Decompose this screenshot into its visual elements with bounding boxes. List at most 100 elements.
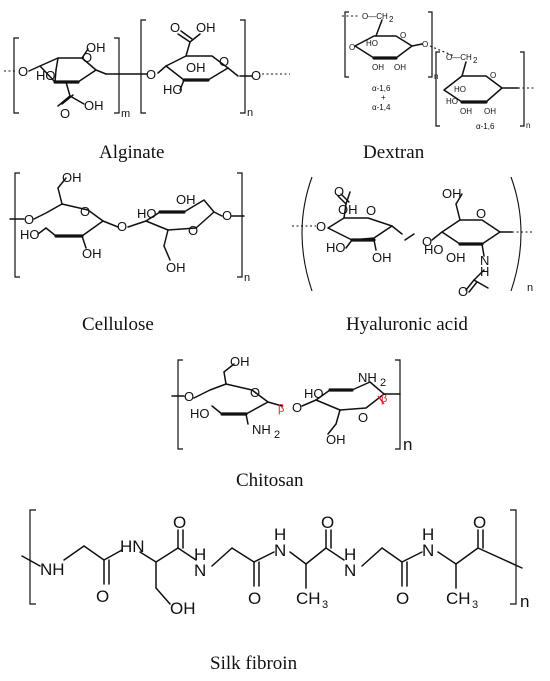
cellulose-glycosidic-o: O [117,219,127,234]
chitosan-oh-ch2-2: OH [326,432,346,447]
hyaluronic-nh-label-h: H [480,264,489,279]
alginate-carboxyl-oh-1: OH [84,98,104,113]
hyaluronic-oh-2: OH [446,250,466,265]
hyaluronic-ho-1: HO [326,240,346,255]
caption-chitosan: Chitosan [236,470,304,491]
dextran-ring2-oxygen: O [490,71,496,80]
silk-carbonyl-o-1: O [96,587,109,606]
silk-nh-2-h: H [194,545,206,564]
alginate-m-subscript: m [121,108,130,120]
chitosan-nh2-2: NH [358,370,377,385]
silk-nh-5-h: H [422,525,434,544]
dextran-ring1-o-left: O [349,43,355,52]
cellulose-oh-2: OH [176,192,196,207]
alginate-oh-1: OH [86,40,106,55]
cellulose-structure: n O O OH HO OH O HO OH O OH O [9,170,250,284]
caption-alginate: Alginate [99,142,164,163]
silk-ch3-1: CH [296,589,321,608]
silk-nh-2-n: N [194,561,206,580]
chitosan-nh2-2-sub: 2 [380,377,386,389]
dextran-alpha-16-a: α-1,6 [372,84,391,93]
hyaluronic-oh-ch2: OH [442,186,462,201]
hyaluronic-o-left: O [316,219,326,234]
hyaluronic-oh-1: OH [372,250,392,265]
silk-n-subscript: n [520,592,529,611]
hyaluronic-carboxyl-oh: OH [338,202,358,217]
alginate-ring2-oxygen: O [219,54,229,69]
cellulose-ring1-oxygen: O [80,204,90,219]
silk-ch3-2: CH [446,589,471,608]
cellulose-n-subscript: n [244,272,250,284]
alginate-carboxyl-oh-2: OH [196,20,216,35]
silk-nh-3-n: N [274,541,286,560]
chitosan-glycosidic-o: O [292,400,302,415]
dextran-och2-1: O—CH [362,12,388,21]
dextran-o-right-1: O [422,40,428,49]
caption-dextran: Dextran [363,142,425,163]
hyaluronic-glycosidic-o: O [422,234,432,249]
silk-ch3-1-sub: 3 [322,599,328,611]
alginate-carboxyl-o-1: O [60,106,70,121]
silk-fibroin-structure: n NH O HN OH O N H O N H CH 3 O [21,509,529,618]
hyaluronic-n-subscript: n [527,282,533,294]
silk-oh: OH [170,599,196,618]
dextran-ring1-oxygen: O [400,31,406,40]
hyaluronic-nh-label-n: N [480,253,489,268]
chitosan-o-left: O [184,389,194,404]
dextran-alpha-14: α-1,4 [372,103,391,112]
dextran-alpha-16-b: α-1,6 [476,122,495,131]
dextran-ho-2: HO [454,85,466,94]
dextran-oh-4: OH [484,107,496,116]
alginate-ho-1: HO [36,68,56,83]
cellulose-ring2-oxygen: O [188,223,198,238]
cellulose-oh-ch2-1: OH [62,170,82,185]
caption-hyaluronic-acid: Hyaluronic acid [346,314,468,335]
alginate-n-subscript: n [247,107,253,119]
chitosan-ho-2: HO [304,386,324,401]
hyaluronic-ring2-oxygen: O [476,206,486,221]
chitosan-beta-1: β [278,403,284,415]
alginate-ho-2: HO [163,82,183,97]
dextran-och2-2: O—CH [446,53,472,62]
dextran-oh-3: OH [460,107,472,116]
silk-nh-5-n: N [422,541,434,560]
dextran-oh-1: OH [372,63,384,72]
alginate-ring1-oxygen: O [82,50,92,65]
silk-nh-4-h: H [344,545,356,564]
chitosan-nh2-1-sub: 2 [274,429,280,441]
silk-nh-3-h: H [274,525,286,544]
cellulose-ho-1: HO [20,227,40,242]
dextran-oh-2: OH [394,63,406,72]
cellulose-o-left: O [24,212,34,227]
silk-carbonyl-o-6: O [473,513,486,532]
hyaluronic-acetyl-o: O [458,284,468,299]
caption-silk-fibroin: Silk fibroin [210,653,298,674]
alginate-carboxyl-o-2: O [170,20,180,35]
chitosan-structure: n O O OH HO NH 2 β O HO NH 2 β O OH [171,354,412,454]
chitosan-ho-1: HO [190,406,210,421]
chitosan-ring1-oxygen: O [250,385,260,400]
caption-cellulose: Cellulose [82,314,154,335]
hyaluronic-acid-structure: n O O O OH HO OH O O OH HO OH N H [292,176,533,299]
hyaluronic-ho-2: HO [424,242,444,257]
cellulose-o-right: O [222,208,232,223]
dextran-ho-1: HO [366,39,378,48]
dextran-och2-1-sub: 2 [389,15,394,24]
dextran-n-subscript-2: n [526,121,530,130]
dextran-ho-3: HO [446,97,458,106]
chitosan-oh-ch2-1: OH [230,354,250,369]
chitosan-nh2-1: NH [252,422,271,437]
chitosan-n-subscript: n [403,435,412,454]
cellulose-oh-ch2-2: OH [166,260,186,275]
alginate-o-right: O [251,68,261,83]
silk-carbonyl-o-3: O [248,589,261,608]
silk-ch3-2-sub: 3 [472,599,478,611]
alginate-oh-2: OH [186,60,206,75]
dextran-och2-2-sub: 2 [473,56,478,65]
dextran-plus: + [381,93,386,102]
hyaluronic-ring1-oxygen: O [366,203,376,218]
hyaluronic-carboxyl-o: O [334,184,344,199]
alginate-o-left: O [18,64,28,79]
chitosan-beta-2: β [381,393,387,405]
